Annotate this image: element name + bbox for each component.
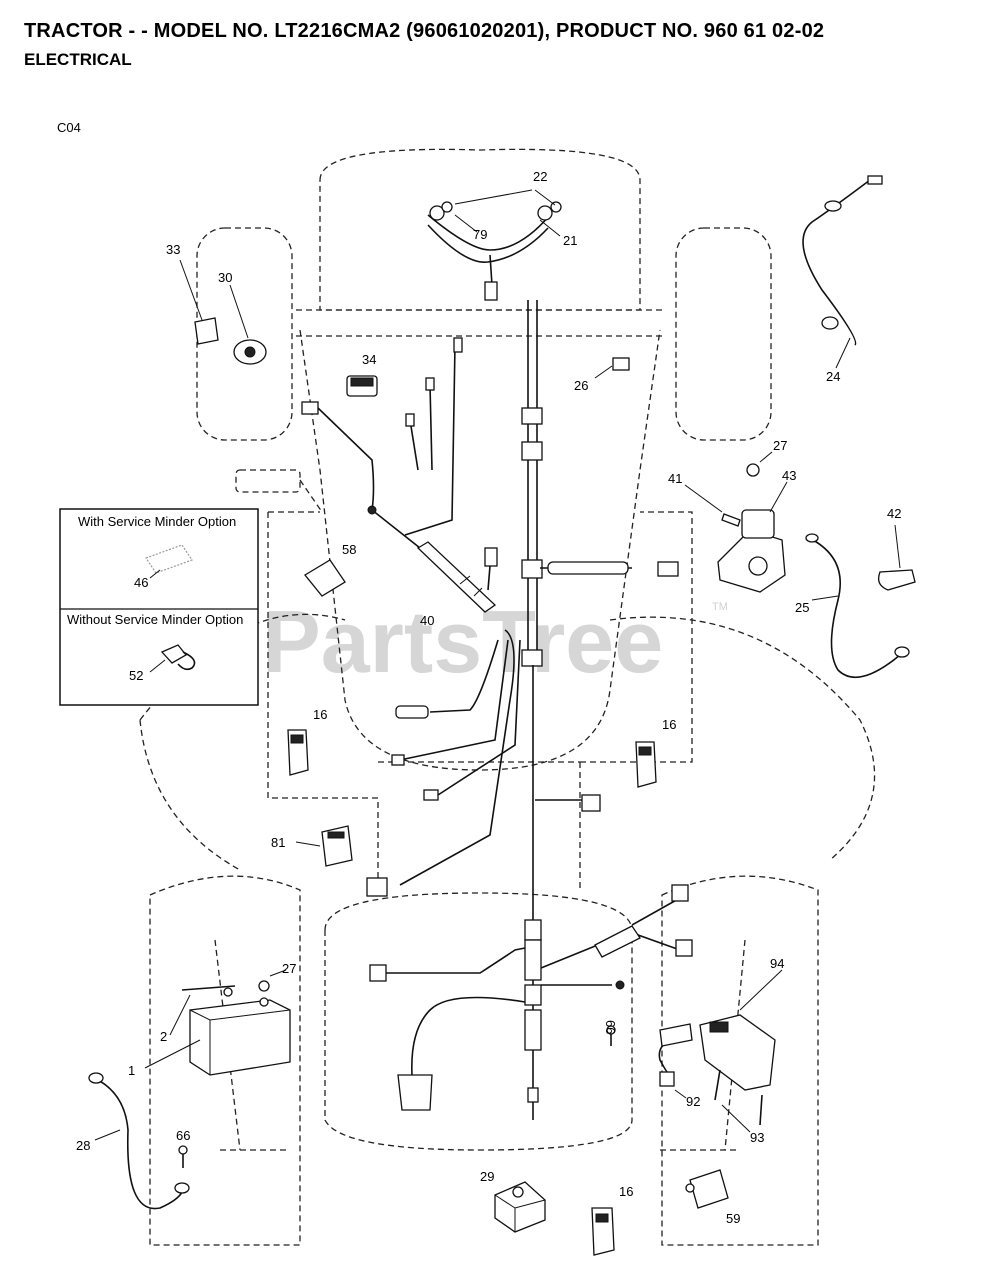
callout-79: 79: [473, 227, 487, 242]
callout-33: 33: [166, 242, 180, 257]
harness-92[interactable]: [658, 1023, 693, 1099]
watermark-tm: TM: [712, 601, 728, 613]
callout-2: 2: [160, 1029, 167, 1044]
callout-16-left: 16: [313, 707, 327, 722]
fuse-26[interactable]: [594, 357, 630, 379]
jumper-52[interactable]: [160, 644, 187, 664]
leader-lines-head: [454, 189, 561, 237]
screws-93[interactable]: [714, 1069, 763, 1133]
callout-52: 52: [129, 668, 143, 683]
callouts: 22 79 21 33 30 34 26 24 27 41 43 42 58 4…: [76, 169, 901, 1226]
callout-29: 29: [480, 1169, 494, 1184]
callout-41: 41: [668, 471, 682, 486]
without-option-label: Without Service Minder Option: [67, 612, 243, 627]
nut-27-top[interactable]: [746, 451, 773, 477]
relay-81[interactable]: [295, 825, 353, 867]
main-wiring-harness[interactable]: [301, 300, 693, 1120]
interlock-switch-16c[interactable]: [591, 1207, 615, 1256]
callout-28: 28: [76, 1138, 90, 1153]
bolt-41[interactable]: [684, 484, 741, 527]
starter-solenoid-43[interactable]: [717, 509, 786, 593]
with-option-label: With Service Minder Option: [78, 514, 236, 529]
callout-59: 59: [726, 1211, 740, 1226]
cable-25[interactable]: [805, 533, 910, 679]
switch-34[interactable]: [346, 375, 378, 397]
callout-25: 25: [795, 600, 809, 615]
watermark: PartsTree: [262, 592, 663, 691]
battery-nut-27[interactable]: [258, 969, 287, 992]
service-minder-option-box: With Service Minder Option Without Servi…: [59, 508, 259, 706]
callout-93: 93: [750, 1130, 764, 1145]
callout-16-bottom: 16: [619, 1184, 633, 1199]
callout-30: 30: [218, 270, 232, 285]
callout-46: 46: [134, 575, 148, 590]
leader-43: [769, 481, 788, 513]
interlock-switch-16b[interactable]: [635, 741, 657, 788]
battery-cable-24[interactable]: [802, 175, 883, 369]
callout-92: 92: [686, 1094, 700, 1109]
pto-switch-94[interactable]: [699, 969, 783, 1091]
callout-24: 24: [826, 369, 840, 384]
diagram-code: C04: [57, 120, 81, 135]
battery-1[interactable]: [144, 987, 291, 1076]
callout-16-right: 16: [662, 717, 676, 732]
callout-1: 1: [128, 1063, 135, 1078]
callout-34: 34: [362, 352, 376, 367]
callout-94: 94: [770, 956, 784, 971]
module-59[interactable]: [685, 1169, 729, 1209]
callout-21: 21: [563, 233, 577, 248]
service-minder-46[interactable]: [145, 544, 193, 574]
callout-43: 43: [782, 468, 796, 483]
screw-66b[interactable]: [606, 1025, 616, 1046]
callout-81: 81: [271, 835, 285, 850]
callout-42: 42: [887, 506, 901, 521]
page-subtitle: ELECTRICAL: [24, 50, 132, 69]
battery-cable-28[interactable]: [88, 1072, 190, 1210]
ignition-clip[interactable]: [179, 259, 219, 345]
callout-27-bottom: 27: [282, 961, 296, 976]
callout-66-right: 66: [603, 1020, 618, 1034]
callout-58: 58: [342, 542, 356, 557]
screw-66a[interactable]: [178, 1145, 188, 1168]
callout-40: 40: [420, 613, 434, 628]
callout-27-top: 27: [773, 438, 787, 453]
headlight-harness[interactable]: [427, 201, 562, 301]
boot-42[interactable]: [877, 524, 916, 591]
callout-66-left: 66: [176, 1128, 190, 1143]
decal-58[interactable]: [304, 559, 346, 597]
callout-26: 26: [574, 378, 588, 393]
page-title: TRACTOR - - MODEL NO. LT2216CMA2 (960610…: [24, 20, 825, 42]
ignition-switch[interactable]: [229, 284, 267, 365]
battery-bolt-2[interactable]: [169, 985, 236, 1036]
switch-29[interactable]: [494, 1181, 546, 1233]
interlock-switch-16a[interactable]: [287, 729, 309, 776]
callout-22: 22: [533, 169, 547, 184]
